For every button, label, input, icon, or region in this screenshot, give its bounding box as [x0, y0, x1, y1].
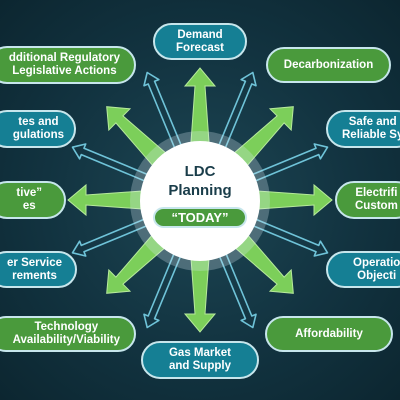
node-affordability: Affordability [265, 316, 393, 352]
green-arrow-down [183, 257, 217, 333]
today-badge: “TODAY” [153, 207, 247, 228]
green-arrow-lower-right [233, 233, 294, 294]
green-arrow-upper-right [233, 106, 294, 167]
node-initiatives: tive” es [0, 181, 66, 219]
green-arrow-lower-left [106, 233, 167, 294]
node-technology: Technology Availability/Viability [0, 316, 136, 352]
node-customer-service: er Service rements [0, 251, 77, 288]
outline-arrow-4 [217, 248, 257, 329]
green-arrow-up [183, 67, 217, 143]
node-demand-forecast: Demand Forecast [153, 23, 247, 60]
outline-arrow-7 [71, 143, 152, 183]
node-electrification: Electrifi Custom [335, 181, 400, 219]
node-decarbonization: Decarbonization [266, 47, 391, 83]
node-operational-objectives: Operatio Objecti [326, 251, 400, 288]
green-arrow-right [257, 183, 333, 217]
outline-arrow-3 [248, 217, 329, 257]
outline-arrow-2 [248, 143, 329, 183]
node-gas-market-supply: Gas Market and Supply [141, 341, 259, 379]
center-circle [140, 141, 260, 261]
node-regulatory-legislative: dditional Regulatory Legislative Actions [0, 46, 136, 84]
center-title: LDC Planning [168, 163, 232, 199]
green-arrow-left [67, 183, 143, 217]
node-rates-regulations: tes and gulations [0, 110, 76, 148]
outline-arrow-1 [217, 71, 257, 152]
outline-arrow-6 [71, 217, 152, 257]
node-safe-reliable: Safe and Reliable Sy [326, 110, 400, 148]
green-arrow-upper-left [106, 106, 167, 167]
outline-arrow-8 [143, 71, 183, 152]
outline-arrow-5 [143, 248, 183, 329]
